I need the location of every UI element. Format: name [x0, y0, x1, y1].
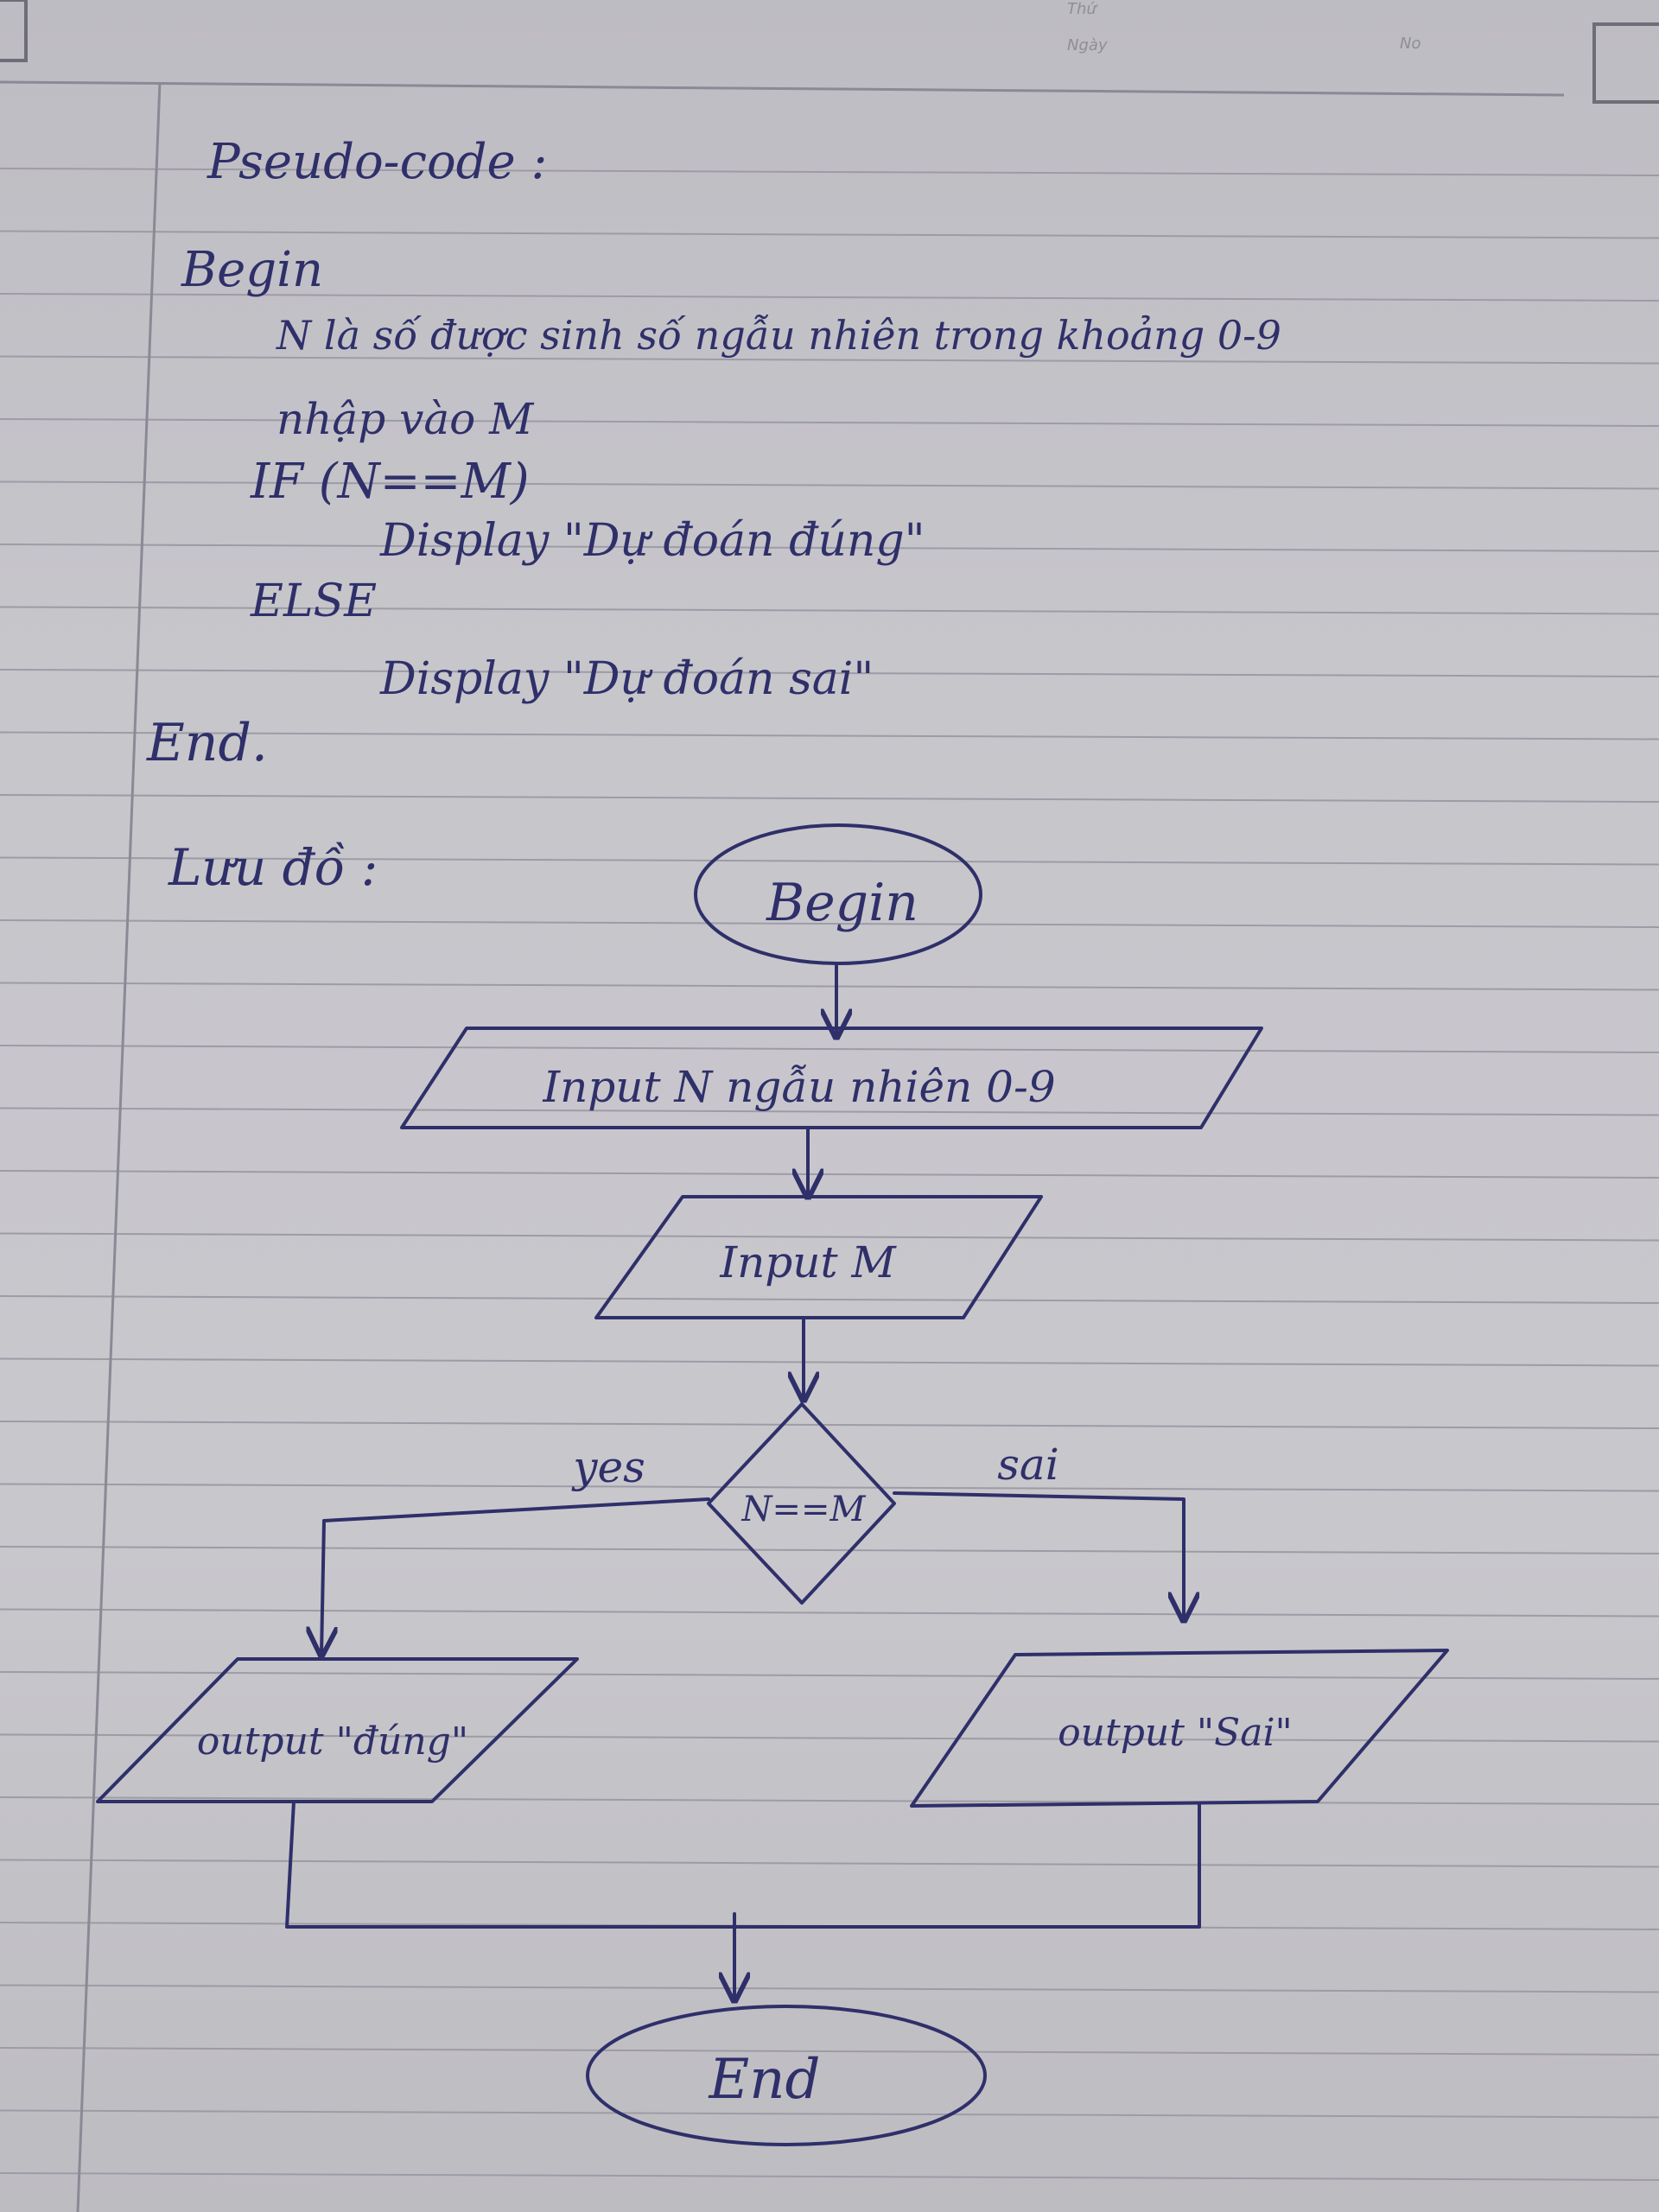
output-correct-parallelogram	[96, 1657, 579, 1803]
corner-box-left	[0, 0, 28, 62]
decision-diamond	[707, 1402, 896, 1605]
input-n-label: Input N ngẫu nhiên 0-9	[542, 1062, 1055, 1112]
ruled-line	[0, 418, 1659, 427]
input-n-parallelogram	[400, 1027, 1263, 1129]
ruled-line	[0, 1796, 1659, 1805]
ruled-line	[0, 919, 1659, 928]
ruled-line	[0, 1859, 1659, 1868]
corner-box-right	[1592, 22, 1659, 104]
ruled-line	[0, 168, 1659, 176]
end-terminal	[586, 2005, 987, 2146]
ruled-line	[0, 1107, 1659, 1116]
output-wrong-label: output "Sai"	[1058, 1711, 1293, 1755]
decision-label: N==M	[741, 1490, 867, 1529]
no-branch-connector	[893, 1491, 1184, 1620]
ruled-line	[0, 606, 1659, 615]
ruled-line	[0, 543, 1659, 552]
ruled-line	[0, 1608, 1659, 1618]
ruled-line	[0, 731, 1659, 741]
output-correct-label: output "đúng"	[197, 1719, 468, 1764]
ruled-line	[0, 1483, 1659, 1492]
pseudocode-heading: Pseudo-code :	[207, 134, 548, 190]
yes-branch-label: yes	[571, 1442, 645, 1492]
pseudocode-line-display-wrong: Display "Dự đoán sai"	[380, 653, 874, 705]
pseudocode-line-else: ELSE	[251, 575, 378, 627]
header-rule	[0, 80, 1565, 97]
ruled-line	[0, 669, 1659, 677]
ruled-line	[0, 2047, 1659, 2056]
ruled-line	[0, 1421, 1659, 1429]
ruled-line	[0, 1295, 1659, 1304]
day-label: Thứ	[1067, 0, 1096, 18]
ruled-line	[0, 1232, 1659, 1242]
pseudocode-line-display-correct: Display "Dự đoán đúng"	[380, 515, 925, 567]
pseudocode-line-if: IF (N==M)	[251, 454, 530, 510]
ruled-line	[0, 856, 1659, 866]
input-m-parallelogram	[594, 1195, 1043, 1319]
pseudocode-line-random: N là số được sinh số ngẫu nhiên trong kh…	[276, 312, 1281, 359]
ruled-line	[0, 1170, 1659, 1179]
date-label: Ngày	[1067, 36, 1108, 54]
ruled-line	[0, 1984, 1659, 1993]
ruled-line	[0, 2172, 1659, 2181]
output-wrong-parallelogram	[910, 1649, 1449, 1808]
ruled-line	[0, 982, 1659, 991]
input-m-label: Input M	[719, 1237, 897, 1287]
merge-connector	[285, 1800, 1201, 1929]
ruled-line	[0, 1546, 1659, 1554]
pseudocode-begin: Begin	[181, 242, 324, 298]
ruled-lines-group	[0, 168, 1659, 2181]
number-label: No	[1400, 35, 1421, 53]
ruled-line	[0, 1671, 1659, 1680]
ruled-line	[0, 355, 1659, 365]
pseudocode-line-input: nhập vào M	[276, 394, 534, 444]
ruled-line	[0, 293, 1659, 302]
ruled-line	[0, 230, 1659, 239]
ruled-line	[0, 480, 1659, 490]
end-label: End	[709, 2048, 821, 2112]
pseudocode-end: End.	[147, 713, 268, 773]
flowchart-heading: Lưu đồ :	[168, 838, 378, 897]
margin-line	[76, 81, 162, 2212]
yes-branch-connector	[321, 1497, 710, 1655]
ruled-line	[0, 1733, 1659, 1743]
ruled-line	[0, 1045, 1659, 1053]
start-terminal	[694, 823, 982, 965]
no-branch-label: sai	[997, 1440, 1058, 1490]
ruled-line	[0, 794, 1659, 803]
ruled-line	[0, 1357, 1659, 1367]
ruled-line	[0, 2109, 1659, 2119]
start-label: Begin	[766, 873, 918, 933]
